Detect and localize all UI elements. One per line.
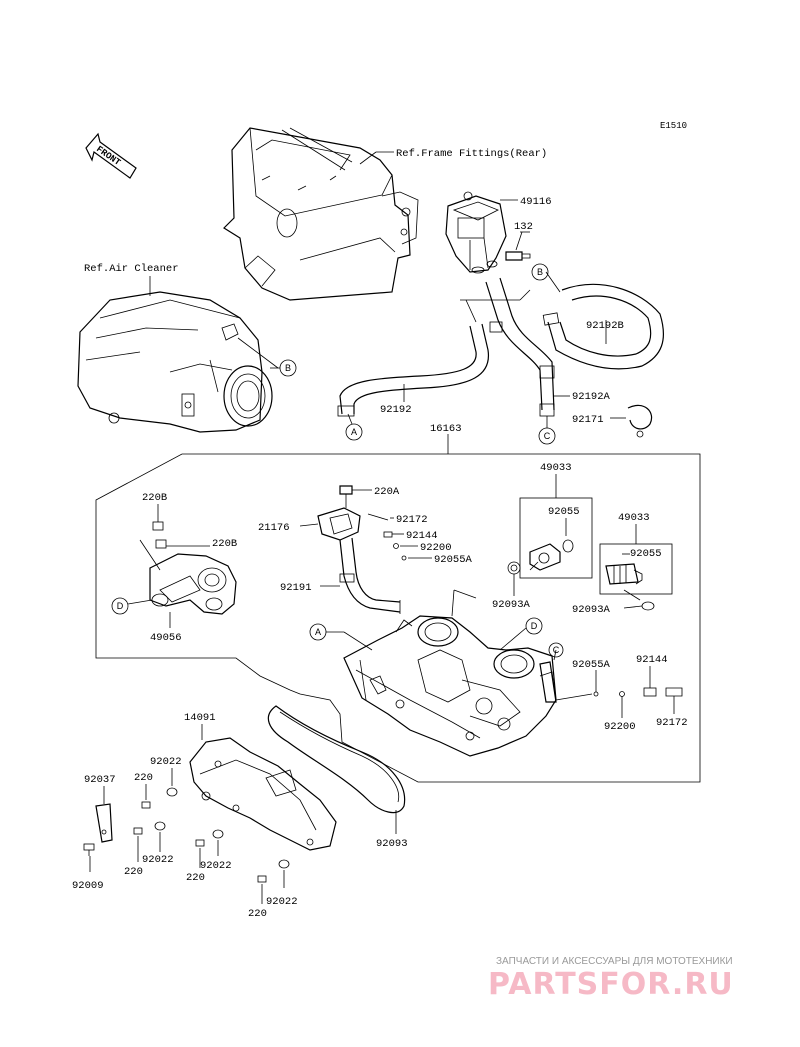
injector-b-drawing [605,563,643,601]
part-label-92022-c: 92022 [200,860,232,872]
assembly-16163-boundary [95,453,701,783]
part-label-220-d: 220 [248,908,267,920]
part-label-21176: 21176 [258,522,290,534]
connector-C-hose: C [538,416,556,445]
part-label-92009: 92009 [72,880,104,892]
part-label-92093: 92093 [376,838,408,850]
part-label-92022-a: 92022 [150,756,182,768]
seal-92093A-a [507,561,521,575]
watermark-brand: PARTSFOR.RU [488,967,734,1002]
svg-text:D: D [117,601,124,611]
front-arrow-icon: FRONT [85,132,137,179]
bolt-220-d [257,875,267,883]
watermark-tagline: ЗАПЧАСТИ И АКСЕССУАРЫ ДЛЯ МОТОТЕХНИКИ [496,956,733,967]
smallparts-row-a [367,513,407,561]
smallparts-row-b [555,687,683,701]
part-label-92200-b: 92200 [604,721,636,733]
injector-box-a [519,497,593,579]
diagram-code: E1510 [660,121,687,131]
part-label-92144-a: 92144 [406,530,438,542]
part-label-92022-d: 92022 [266,896,298,908]
connector-D-throttle: D [499,617,543,651]
air-switching-valve-drawing [445,191,507,274]
ref-air-cleaner: Ref.Air Cleaner [84,263,179,275]
part-label-92200-a: 92200 [420,542,452,554]
svg-text:B: B [285,363,291,373]
part-label-92093A-b: 92093A [572,604,611,616]
part-label-220-b: 220 [124,866,143,878]
bolt-132 [505,251,531,261]
part-label-220-a: 220 [134,772,153,784]
hose-92192B [542,283,664,370]
hose-92192 [337,323,490,417]
clamp-92171 [627,404,653,438]
hose-92192A [485,277,555,417]
connector-A-throttle: A [309,623,373,651]
part-label-220B-a: 220B [142,492,167,504]
part-label-92172-b: 92172 [656,717,688,729]
isc-valve-49056-drawing [139,539,237,615]
part-label-220B-b: 220B [212,538,237,550]
part-label-92192A: 92192A [572,391,611,403]
part-label-132: 132 [514,221,533,233]
bolt-220-a [141,801,151,809]
connector-D-left: D [111,597,153,615]
part-label-92172-a: 92172 [396,514,428,526]
washer-92022-a [166,787,178,797]
injector-a-drawing [529,539,574,571]
part-label-92093A-a: 92093A [492,599,531,611]
part-label-92171: 92171 [572,414,604,426]
part-label-16163: 16163 [430,423,462,435]
throttle-body-drawing [343,615,557,757]
part-label-49033-b: 49033 [618,512,650,524]
svg-text:C: C [544,431,551,441]
screw-220B-a [152,521,164,531]
svg-text:A: A [351,427,357,437]
seal-92093A-b [641,601,655,611]
screw-220A [339,485,353,508]
connector-B-aircleaner: B [270,359,297,377]
belt-92093-drawing [267,705,406,814]
injector-box-b [599,543,673,595]
frame-fittings-drawing [223,127,419,301]
part-label-92055A-b: 92055A [572,659,611,671]
part-label-220A: 220A [374,486,400,498]
part-label-92192: 92192 [380,404,412,416]
bolt-220-c [195,839,205,847]
part-label-92022-b: 92022 [142,854,174,866]
part-label-92037: 92037 [84,774,116,786]
svg-text:D: D [531,621,538,631]
part-label-92055A-a: 92055A [434,554,473,566]
bracket-92037 [95,803,113,843]
part-label-49056: 49056 [150,632,182,644]
washer-92022-d [278,859,290,869]
part-label-49116: 49116 [520,196,552,208]
bolt-220-b [133,827,143,835]
screw-220B-b [155,539,167,549]
connector-C-throttle: C [539,642,564,703]
svg-text:B: B [537,267,543,277]
part-label-92191: 92191 [280,582,312,594]
ref-frame-fittings: Ref.Frame Fittings(Rear) [396,148,547,160]
svg-text:C: C [553,645,560,655]
sensor-21176 [317,507,361,541]
cover-14091-drawing [189,737,337,851]
part-label-49033-a: 49033 [540,462,572,474]
part-label-14091: 14091 [184,712,216,724]
svg-text:A: A [315,627,321,637]
part-label-92055-a: 92055 [548,506,580,518]
washer-92022-c [212,829,224,839]
part-label-92055-b: 92055 [630,548,662,560]
hose-92191 [339,537,401,614]
connector-A-hose: A [345,413,363,441]
part-label-220-c: 220 [186,872,205,884]
air-cleaner-drawing [77,291,273,433]
bolt-92009 [83,843,95,856]
part-label-92192B: 92192B [586,320,624,332]
part-label-92144-b: 92144 [636,654,668,666]
washer-92022-b [154,821,166,831]
connector-B-hose: B [531,263,561,293]
